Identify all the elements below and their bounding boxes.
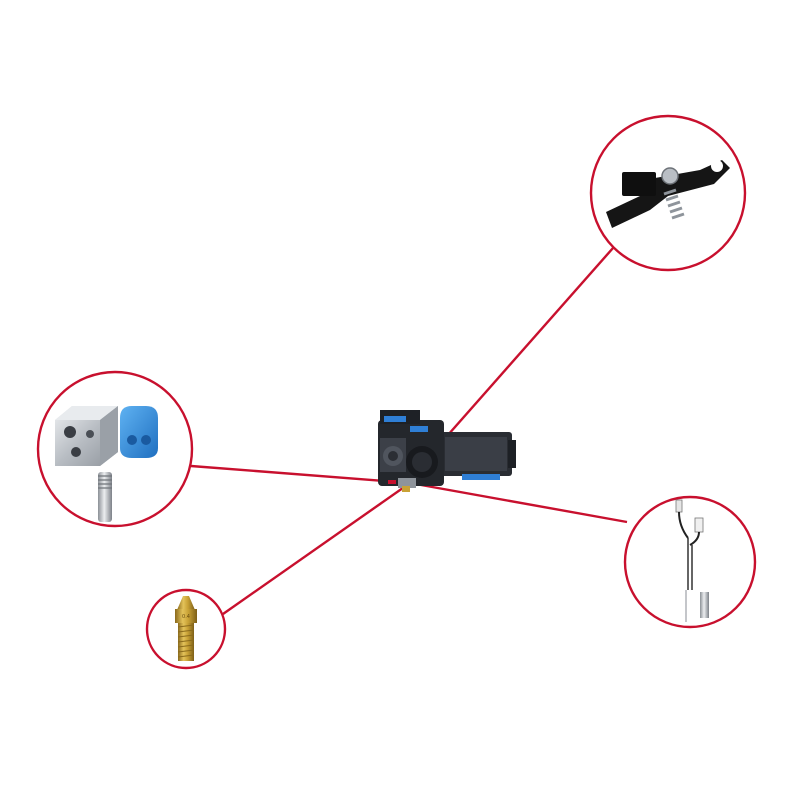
callout-extruder-lever-arm xyxy=(589,114,747,272)
nozzle-size-marking: 0.4 xyxy=(182,614,190,620)
heater-block-icon xyxy=(55,406,158,522)
lever-spring-icon xyxy=(606,160,730,228)
extruder-assembly-icon xyxy=(378,410,516,492)
line-to-nozzle xyxy=(222,482,411,615)
callout-heater-cartridge-thermistor xyxy=(623,495,757,629)
line-to-heater-block xyxy=(190,464,411,485)
heater-cartridge-icon xyxy=(675,499,709,622)
nozzle-icon: 0.4 xyxy=(175,596,197,661)
callout-heater-block-kit xyxy=(36,370,194,528)
callout-brass-nozzle: 0.4 xyxy=(145,588,227,670)
line-to-heater-cartridge xyxy=(409,481,628,524)
